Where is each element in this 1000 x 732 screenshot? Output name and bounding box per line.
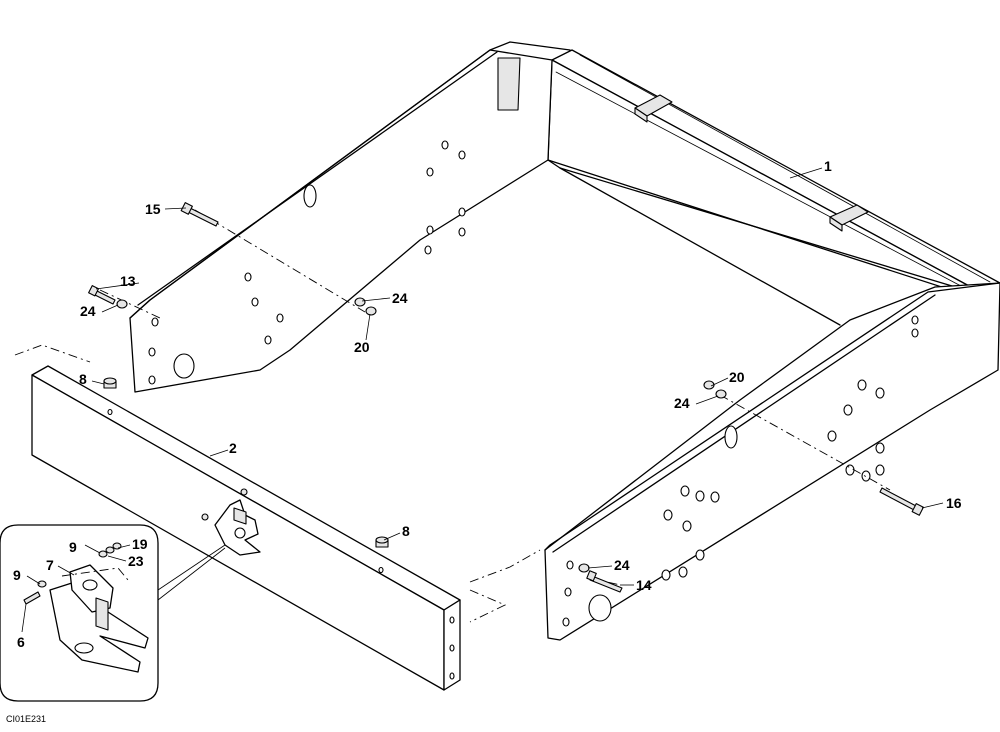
leader-lines bbox=[21, 167, 944, 633]
hole bbox=[724, 425, 738, 449]
drawing-code: CI01E231 bbox=[6, 714, 46, 724]
callout-8-left: 8 bbox=[79, 371, 87, 387]
callout-14: 14 bbox=[636, 577, 652, 593]
hole bbox=[588, 594, 612, 622]
right-side-plate bbox=[544, 282, 1000, 641]
front-beam-part-2 bbox=[31, 365, 461, 691]
hole bbox=[173, 353, 195, 379]
callout-19: 19 bbox=[132, 536, 148, 552]
alignment-lines bbox=[14, 209, 891, 623]
callout-20-right: 20 bbox=[729, 369, 745, 385]
callout-1: 1 bbox=[824, 158, 832, 174]
callout-24-bottom: 24 bbox=[614, 557, 630, 573]
callout-labels: 1 2 6 7 8 8 9 9 13 14 15 16 19 20 20 23 … bbox=[6, 158, 962, 724]
callout-9-top: 9 bbox=[69, 539, 77, 555]
detail-inset bbox=[0, 524, 226, 702]
callout-20-center: 20 bbox=[354, 339, 370, 355]
callout-2: 2 bbox=[229, 440, 237, 456]
hole bbox=[303, 184, 317, 208]
fasteners bbox=[88, 202, 924, 593]
callout-16: 16 bbox=[946, 495, 962, 511]
callout-8-right: 8 bbox=[402, 523, 410, 539]
callout-24-left: 24 bbox=[80, 303, 96, 319]
callout-24-right: 24 bbox=[674, 395, 690, 411]
callout-6: 6 bbox=[17, 634, 25, 650]
callout-7: 7 bbox=[46, 557, 54, 573]
callout-13: 13 bbox=[120, 273, 136, 289]
callout-23: 23 bbox=[128, 553, 144, 569]
back-channel-part-1 bbox=[547, 49, 1000, 326]
callout-9-left: 9 bbox=[13, 567, 21, 583]
callout-15: 15 bbox=[145, 201, 161, 217]
callout-24-center: 24 bbox=[392, 290, 408, 306]
left-side-plate bbox=[129, 41, 571, 393]
